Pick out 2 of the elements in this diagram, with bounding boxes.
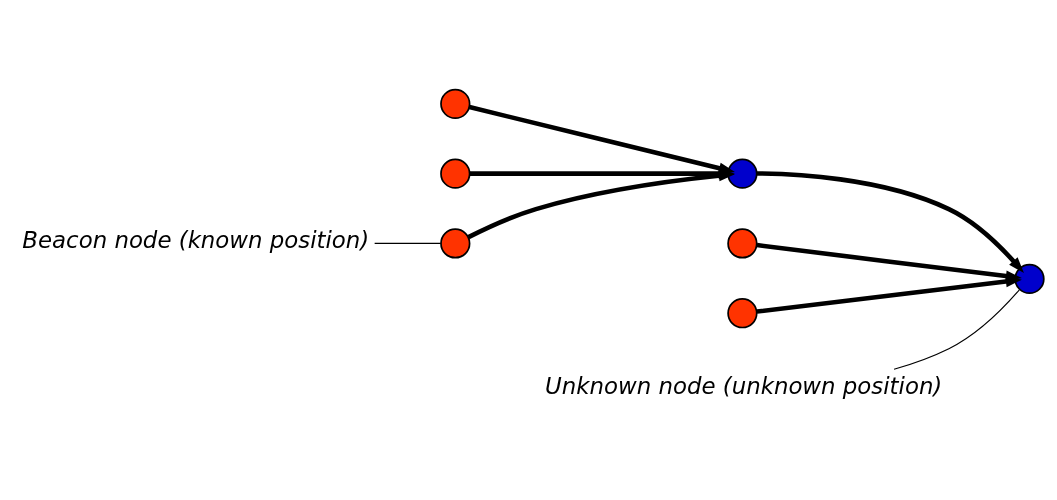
node-text: Unknown node (unknown position) xyxy=(545,373,943,400)
node-text: Beacon node (known position) xyxy=(22,227,370,253)
